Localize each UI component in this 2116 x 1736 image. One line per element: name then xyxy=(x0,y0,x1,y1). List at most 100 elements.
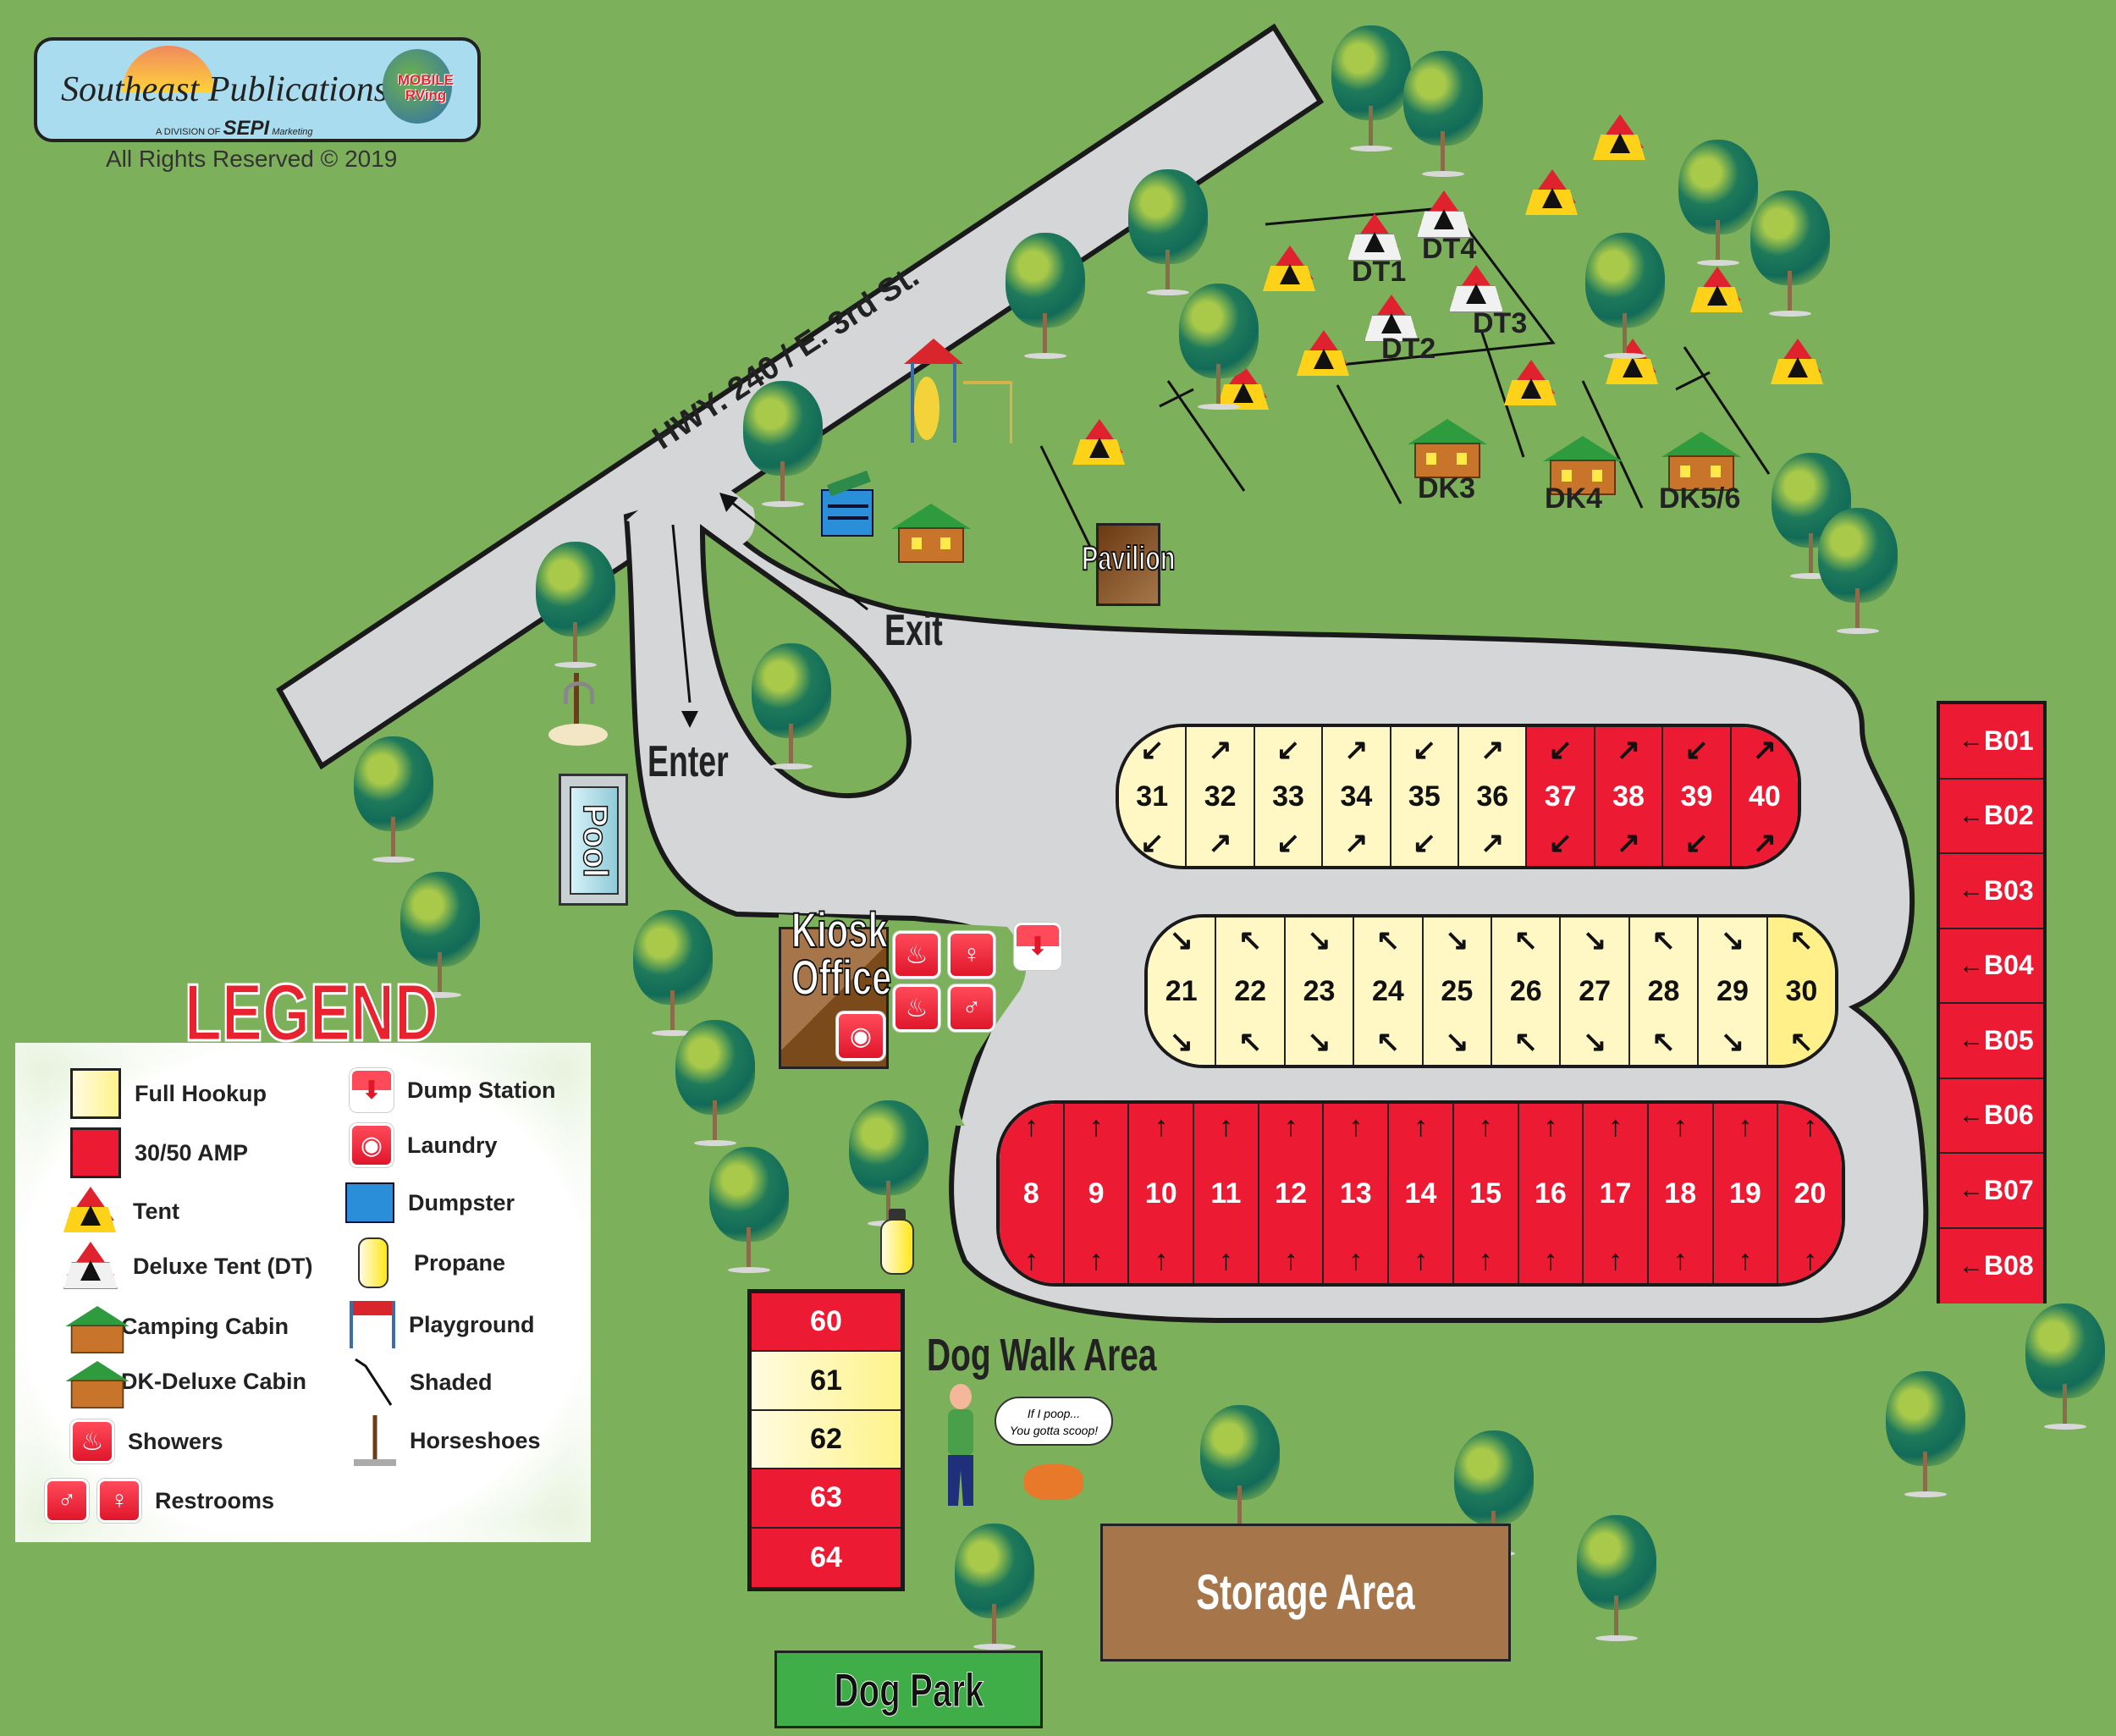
site-24[interactable]: ↖24↖ xyxy=(1353,918,1422,1065)
site-63[interactable]: 63 xyxy=(752,1469,901,1529)
propane-icon xyxy=(880,1209,914,1276)
tree-icon xyxy=(1121,169,1215,296)
dk4-label: DK4 xyxy=(1545,482,1603,515)
tree-icon xyxy=(1325,25,1418,152)
site-40[interactable]: ↗40↗ xyxy=(1729,727,1798,866)
site-b07[interactable]: ←B07 xyxy=(1940,1154,2043,1229)
site-21[interactable]: ↘21↘ xyxy=(1148,918,1215,1065)
site-26[interactable]: ↖26↖ xyxy=(1491,918,1560,1065)
dog-walker-illustration xyxy=(938,1384,989,1511)
restroom-men-icon: ♂ xyxy=(948,984,995,1032)
restroom-men-icon: ♂ xyxy=(45,1479,89,1523)
site-61[interactable]: 61 xyxy=(752,1352,901,1411)
deluxe-tent-dt4[interactable] xyxy=(1415,190,1473,240)
site-8[interactable]: ↑8↑ xyxy=(1000,1104,1063,1283)
dog-walk-label: Dog Walk Area xyxy=(927,1330,1157,1381)
site-18[interactable]: ↑18↑ xyxy=(1646,1104,1712,1283)
dumpster-icon xyxy=(345,1182,394,1223)
dump-station-icon: ⬇ xyxy=(1014,923,1061,970)
pavilion[interactable] xyxy=(1096,523,1160,606)
tent-site[interactable] xyxy=(1295,330,1353,379)
site-b03[interactable]: ←B03 xyxy=(1940,854,2043,929)
tent-site[interactable] xyxy=(1502,360,1560,409)
site-39[interactable]: ↙39↙ xyxy=(1661,727,1730,866)
site-b04[interactable]: ←B04 xyxy=(1940,929,2043,1004)
tent-site[interactable] xyxy=(1215,364,1272,413)
shower-icon: ♨ xyxy=(893,931,940,978)
deluxe-tent-dt1[interactable] xyxy=(1346,213,1403,262)
tent-site[interactable] xyxy=(1071,419,1128,468)
tent-site[interactable] xyxy=(1769,339,1827,388)
tree-icon xyxy=(1579,233,1672,360)
site-22[interactable]: ↖22↖ xyxy=(1215,918,1284,1065)
deluxe-tent-dt3[interactable] xyxy=(1447,265,1505,314)
site-64[interactable]: 64 xyxy=(752,1528,901,1587)
legend-propane: Propane xyxy=(358,1237,505,1288)
site-17[interactable]: ↑17↑ xyxy=(1582,1104,1647,1283)
site-20[interactable]: ↑20↑ xyxy=(1777,1104,1842,1283)
propane-icon xyxy=(358,1237,388,1288)
logo-division: A DIVISION OF SEPI Marketing xyxy=(156,117,313,140)
tent-site[interactable] xyxy=(1591,114,1649,163)
site-12[interactable]: ↑12↑ xyxy=(1257,1104,1323,1283)
tent-site[interactable] xyxy=(1524,169,1581,218)
site-34[interactable]: ↗34↗ xyxy=(1321,727,1390,866)
site-b01[interactable]: ←B01 xyxy=(1940,704,2043,780)
site-30[interactable]: ↖30↖ xyxy=(1766,918,1835,1065)
playground-icon[interactable] xyxy=(904,339,1014,449)
site-10[interactable]: ↑10↑ xyxy=(1127,1104,1193,1283)
tree-icon xyxy=(1570,1515,1663,1642)
site-row-31-40: ↙31↙ ↗32↗ ↙33↙ ↗34↗ ↙35↙ ↗36↗ ↙37↙ ↗38↗ … xyxy=(1116,724,1801,869)
tent-site[interactable] xyxy=(1604,339,1661,388)
site-b06[interactable]: ←B06 xyxy=(1940,1078,2043,1154)
site-35[interactable]: ↙35↙ xyxy=(1389,727,1458,866)
tree-icon xyxy=(669,1020,762,1147)
storage-area[interactable]: Storage Area xyxy=(1100,1524,1511,1662)
deluxe-tent-dt2[interactable] xyxy=(1363,295,1420,344)
site-62[interactable]: 62 xyxy=(752,1410,901,1470)
site-28[interactable]: ↖28↖ xyxy=(1628,918,1698,1065)
tree-icon xyxy=(1744,190,1837,317)
site-31[interactable]: ↙31↙ xyxy=(1119,727,1186,866)
tent-site[interactable] xyxy=(1689,267,1746,316)
site-60[interactable]: 60 xyxy=(752,1293,901,1353)
site-14[interactable]: ↑14↑ xyxy=(1387,1104,1452,1283)
legend-deluxe-cabin: DK-Deluxe Cabin xyxy=(53,1356,306,1408)
dog-speech-bubble: If I poop...You gotta scoop! xyxy=(995,1397,1113,1446)
site-33[interactable]: ↙33↙ xyxy=(1253,727,1322,866)
deluxe-cabin-dk4[interactable] xyxy=(1536,436,1629,504)
restroom-women-icon: ♀ xyxy=(97,1479,141,1523)
site-b05[interactable]: ←B05 xyxy=(1940,1004,2043,1079)
restroom-women-icon: ♀ xyxy=(948,931,995,978)
site-32[interactable]: ↗32↗ xyxy=(1185,727,1254,866)
site-25[interactable]: ↘25↘ xyxy=(1421,918,1491,1065)
site-19[interactable]: ↑19↑ xyxy=(1711,1104,1777,1283)
tent-site[interactable] xyxy=(1261,245,1319,295)
site-13[interactable]: ↑13↑ xyxy=(1322,1104,1388,1283)
camping-cabin[interactable] xyxy=(884,504,978,571)
site-b02[interactable]: ←B02 xyxy=(1940,779,2043,854)
site-38[interactable]: ↗38↗ xyxy=(1593,727,1662,866)
deluxe-cabin-dk56[interactable] xyxy=(1655,432,1748,499)
site-15[interactable]: ↑15↑ xyxy=(1452,1104,1518,1283)
dog-illustration xyxy=(1024,1464,1083,1500)
site-27[interactable]: ↘27↘ xyxy=(1559,918,1628,1065)
logo-brand: Southeast Publications xyxy=(61,70,388,109)
site-16[interactable]: ↑16↑ xyxy=(1517,1104,1583,1283)
legend-restrooms: ♂♀Restrooms xyxy=(45,1479,274,1523)
deluxe-cabin-dk3[interactable] xyxy=(1401,419,1494,487)
site-29[interactable]: ↘29↘ xyxy=(1697,918,1766,1065)
site-9[interactable]: ↑9↑ xyxy=(1062,1104,1128,1283)
enter-arrow xyxy=(671,524,692,703)
tree-icon xyxy=(745,643,838,770)
site-37[interactable]: ↙37↙ xyxy=(1525,727,1594,866)
site-b08[interactable]: ←B08 xyxy=(1940,1228,2043,1303)
pool[interactable]: Pool xyxy=(559,774,628,906)
site-23[interactable]: ↘23↘ xyxy=(1283,918,1353,1065)
site-36[interactable]: ↗36↗ xyxy=(1458,727,1526,866)
site-11[interactable]: ↑11↑ xyxy=(1193,1104,1258,1283)
tree-icon xyxy=(999,233,1092,360)
laundry-icon: ◉ xyxy=(836,1011,885,1061)
dog-park[interactable]: Dog Park xyxy=(774,1651,1043,1728)
legend-showers: ♨Showers xyxy=(70,1419,223,1463)
